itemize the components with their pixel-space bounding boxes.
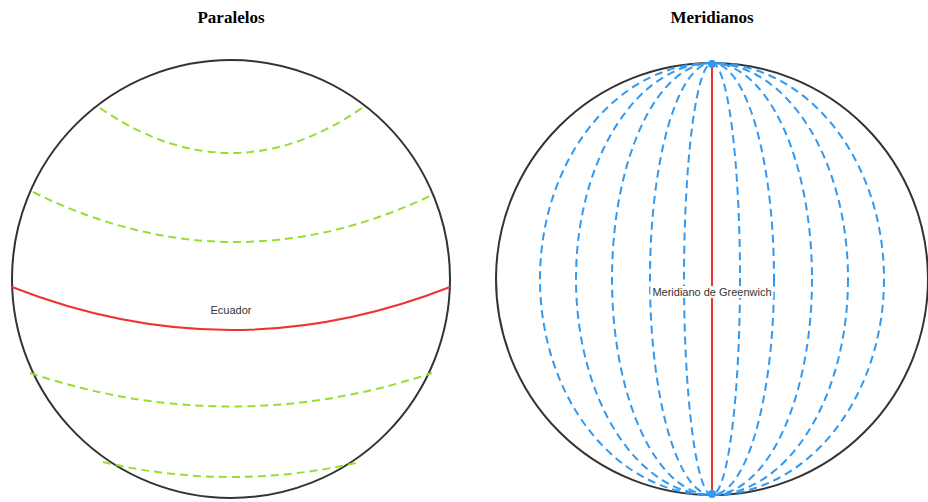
globe-outline bbox=[12, 60, 450, 498]
panel-title: Paralelos bbox=[197, 8, 264, 28]
meridian-line bbox=[650, 63, 774, 495]
meridians-globe bbox=[496, 60, 928, 498]
panel-title: Meridianos bbox=[670, 8, 753, 28]
globe-outline bbox=[496, 63, 928, 495]
meridian-line bbox=[684, 63, 740, 495]
meridian-line bbox=[612, 63, 812, 495]
pole-dot bbox=[708, 490, 716, 498]
meridian-line bbox=[576, 63, 848, 495]
parallel-line bbox=[33, 192, 430, 242]
equator-line bbox=[12, 287, 450, 330]
parallel-line bbox=[103, 462, 360, 477]
greenwich-line bbox=[711, 63, 713, 495]
pole-dot bbox=[708, 60, 716, 68]
equator-label: Ecuador bbox=[209, 304, 254, 316]
parallel-line bbox=[30, 373, 432, 407]
parallels-globe bbox=[12, 60, 450, 498]
parallel-line bbox=[100, 108, 362, 153]
meridian-label: Meridiano de Greenwich bbox=[650, 286, 773, 298]
meridian-line bbox=[540, 63, 884, 495]
